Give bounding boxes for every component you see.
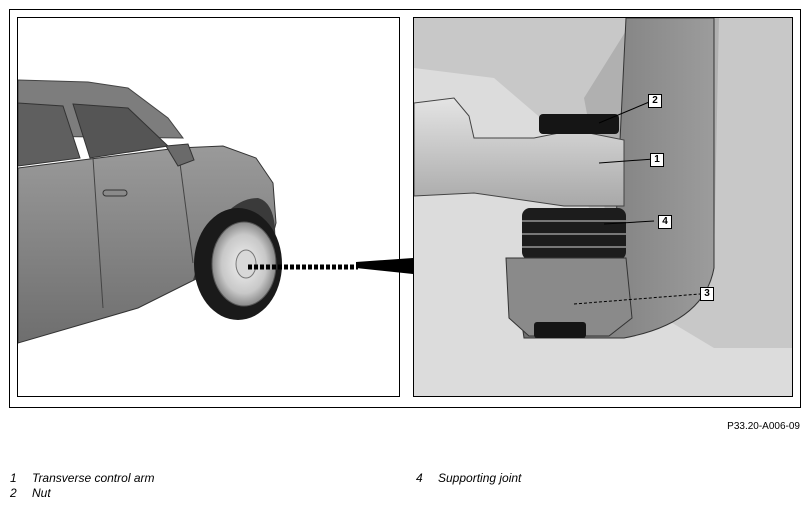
vehicle-illustration (18, 79, 358, 344)
detail-panel: 2 1 4 3 (413, 17, 793, 397)
callout-2: 2 (648, 94, 662, 108)
legend-number: 1 (10, 471, 17, 485)
figure-frame (9, 9, 801, 408)
legend-item: 2 Nut (10, 486, 310, 500)
legend-label: Nut (32, 486, 51, 500)
legend-number: 4 (416, 471, 423, 485)
callout-3: 3 (700, 287, 714, 301)
vehicle-overview-panel (17, 17, 400, 397)
figure-reference-code: P33.20-A006-09 (727, 421, 800, 432)
callout-1: 1 (650, 153, 664, 167)
legend-item: 1 Transverse control arm (10, 471, 310, 485)
legend-label: Transverse control arm (32, 471, 155, 485)
legend-number: 2 (10, 486, 17, 500)
suspension-detail-illustration (414, 18, 792, 396)
callout-4: 4 (658, 215, 672, 229)
legend-item: 4 Supporting joint (416, 471, 716, 485)
legend-label: Supporting joint (438, 471, 522, 485)
